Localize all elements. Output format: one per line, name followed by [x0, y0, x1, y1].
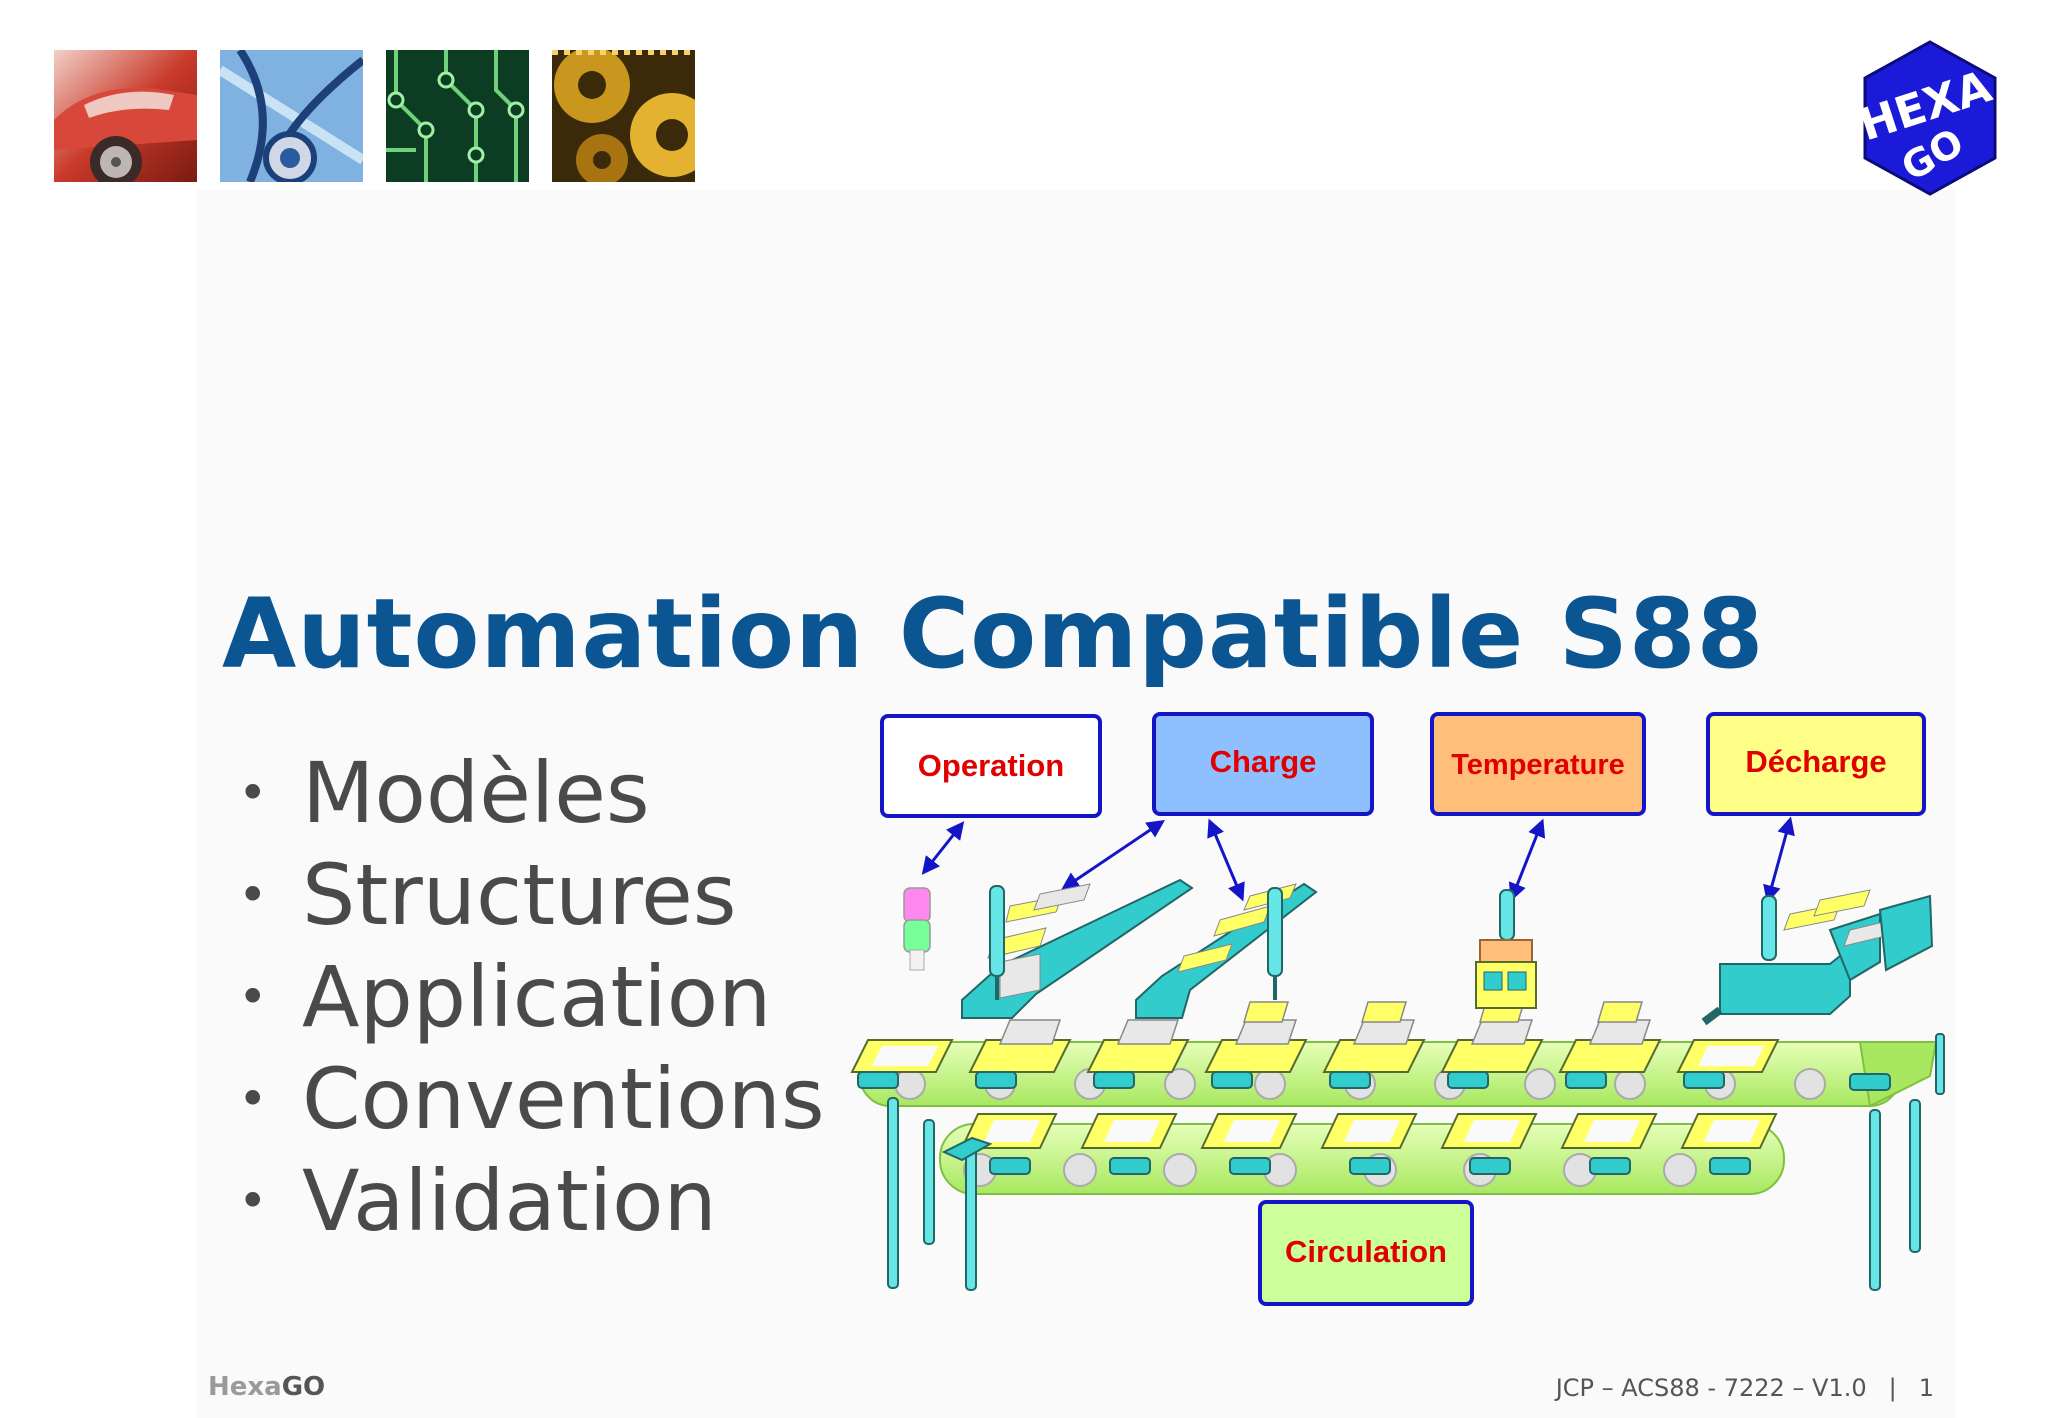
footer-separator: | [1888, 1374, 1897, 1402]
s88-line-diagram: Operation Charge Temperature Décharge Ci… [850, 712, 1945, 1306]
bullet-list: Modèles Structures Application Conventio… [238, 742, 825, 1252]
operation-label: Operation [918, 748, 1064, 783]
bullet-item: Application [238, 946, 825, 1048]
label-temperature: Temperature [1430, 712, 1646, 816]
signal-tower-icon [903, 887, 931, 971]
charge-label: Charge [1210, 744, 1317, 779]
label-operation: Operation [880, 714, 1102, 818]
circuit-board-thumbnail [386, 50, 529, 182]
link-arrows [921, 816, 1795, 904]
bullet-item: Structures [238, 844, 825, 946]
charge-station-2 [1135, 882, 1318, 1019]
bullet-item: Modèles [238, 742, 825, 844]
circulation-label: Circulation [1285, 1234, 1447, 1269]
footer-brand-bold: GO [281, 1372, 326, 1402]
temperature-box [1430, 712, 1646, 816]
return-conveyor [939, 1113, 1785, 1195]
main-conveyor [850, 1001, 1938, 1108]
label-decharge: Décharge [1706, 712, 1926, 816]
arrow [1207, 818, 1245, 902]
header-thumbnails [54, 50, 695, 184]
charge-station-1 [961, 878, 1194, 1019]
support-legs [887, 1033, 1945, 1291]
hexago-logo-icon: HEXA GO [1855, 40, 1998, 196]
bullet-item: Conventions [238, 1048, 825, 1150]
footer-reference-text: JCP – ACS88 - 7222 – V1.0 [1555, 1374, 1867, 1402]
footer-brand: HexaGO [208, 1372, 325, 1402]
page-number: 1 [1918, 1374, 1934, 1402]
arrow [1061, 819, 1165, 891]
charge-box [1152, 712, 1374, 816]
footer-reference: JCP – ACS88 - 7222 – V1.0 | 1 [1556, 1374, 1934, 1402]
stethoscope-thumbnail [220, 50, 363, 182]
bullet-item: Validation [238, 1150, 825, 1252]
circulation-box [1258, 1200, 1474, 1306]
slide-title: Automation Compatible S88 [222, 578, 1765, 690]
car-thumbnail [54, 50, 197, 182]
decharge-label: Décharge [1745, 744, 1886, 779]
operation-box [880, 714, 1102, 818]
temperature-station [1475, 889, 1537, 1009]
arrow [1763, 816, 1795, 904]
footer-brand-light: Hexa [208, 1372, 282, 1402]
label-charge: Charge [1152, 712, 1374, 816]
temperature-label: Temperature [1451, 749, 1625, 781]
arrow [1508, 818, 1546, 902]
gears-thumbnail [552, 50, 695, 182]
label-circulation: Circulation [1258, 1200, 1474, 1306]
decharge-station [1701, 889, 1934, 1026]
decharge-box [1706, 712, 1926, 816]
arrow [921, 821, 965, 875]
